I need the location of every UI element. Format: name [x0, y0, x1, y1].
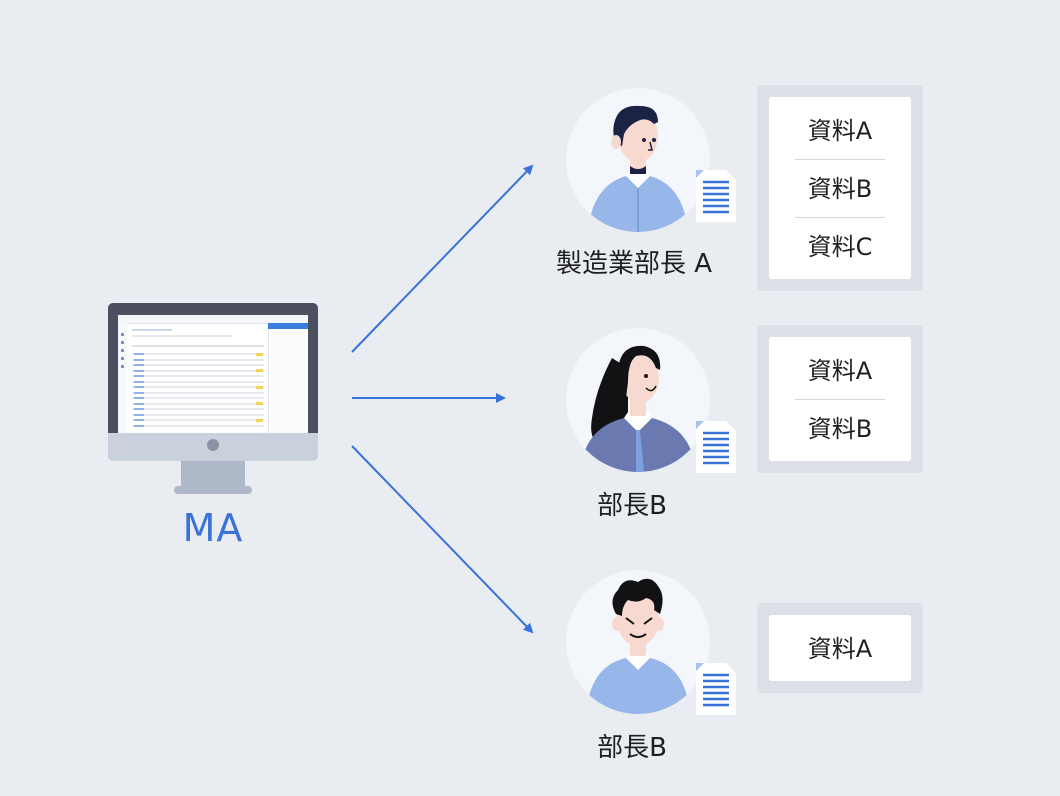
screen-table-row [132, 364, 264, 366]
screen-table-link [134, 375, 144, 377]
screen-table-link [134, 402, 144, 405]
material-item: 資料B [807, 415, 873, 443]
screen-table-link [134, 408, 144, 410]
avatar-woman [566, 328, 710, 472]
screen-table-row [132, 408, 264, 410]
ma-label: MA [182, 506, 244, 550]
screen-table-link [134, 358, 144, 361]
screen-status-chip [256, 369, 263, 372]
screen-table-row [132, 413, 264, 416]
material-item: 資料B [807, 175, 873, 203]
screen-table-row [132, 391, 264, 394]
material-divider [795, 159, 885, 160]
screen-table-row [132, 397, 264, 399]
document-icon [696, 170, 736, 222]
screen-table-link [134, 380, 144, 383]
screen-table-row [132, 358, 264, 361]
screen-table-link [134, 391, 144, 394]
material-divider [795, 217, 885, 218]
screen-status-chip [256, 402, 263, 405]
avatar-man-1 [566, 88, 710, 232]
screen-table-link [134, 364, 144, 366]
recipient-2-name: 部長B [597, 491, 667, 521]
material-item: 資料C [807, 233, 873, 261]
arrow-to-recipient-3 [351, 445, 534, 634]
materials-card-1: 資料A 資料B 資料C [757, 85, 923, 291]
ma-app-screen [118, 315, 308, 433]
materials-card-3: 資料A [757, 603, 923, 693]
screen-table-row [132, 386, 264, 388]
screen-table-row [132, 369, 264, 372]
materials-card-2: 資料A 資料B [757, 325, 923, 473]
screen-status-chip [256, 418, 263, 422]
material-item: 資料A [807, 357, 873, 385]
screen-status-chip [256, 385, 263, 389]
screen-table-row [132, 380, 264, 383]
screen-table-link [134, 369, 144, 372]
avatar-man-2 [566, 570, 710, 714]
recipient-3-name: 部長B [597, 733, 667, 763]
screen-table-link [134, 397, 144, 399]
screen-table-row [132, 353, 264, 355]
screen-table-link [134, 353, 144, 355]
screen-table-row [132, 375, 264, 377]
screen-table-row [132, 402, 264, 405]
monitor-icon [108, 303, 318, 498]
material-item: 資料A [807, 635, 873, 663]
material-divider [795, 399, 885, 400]
screen-status-chip [256, 352, 263, 356]
document-icon [696, 421, 736, 473]
screen-table-link [134, 413, 144, 416]
screen-table-link [134, 386, 144, 388]
document-icon [696, 663, 736, 715]
recipient-1-name: 製造業部長 A [555, 249, 713, 279]
screen-table-link [134, 424, 144, 427]
screen-table-link [134, 419, 144, 421]
arrow-to-recipient-1 [351, 164, 534, 353]
screen-table-row [132, 424, 264, 427]
material-item: 資料A [807, 117, 873, 145]
screen-table-row [132, 419, 264, 421]
